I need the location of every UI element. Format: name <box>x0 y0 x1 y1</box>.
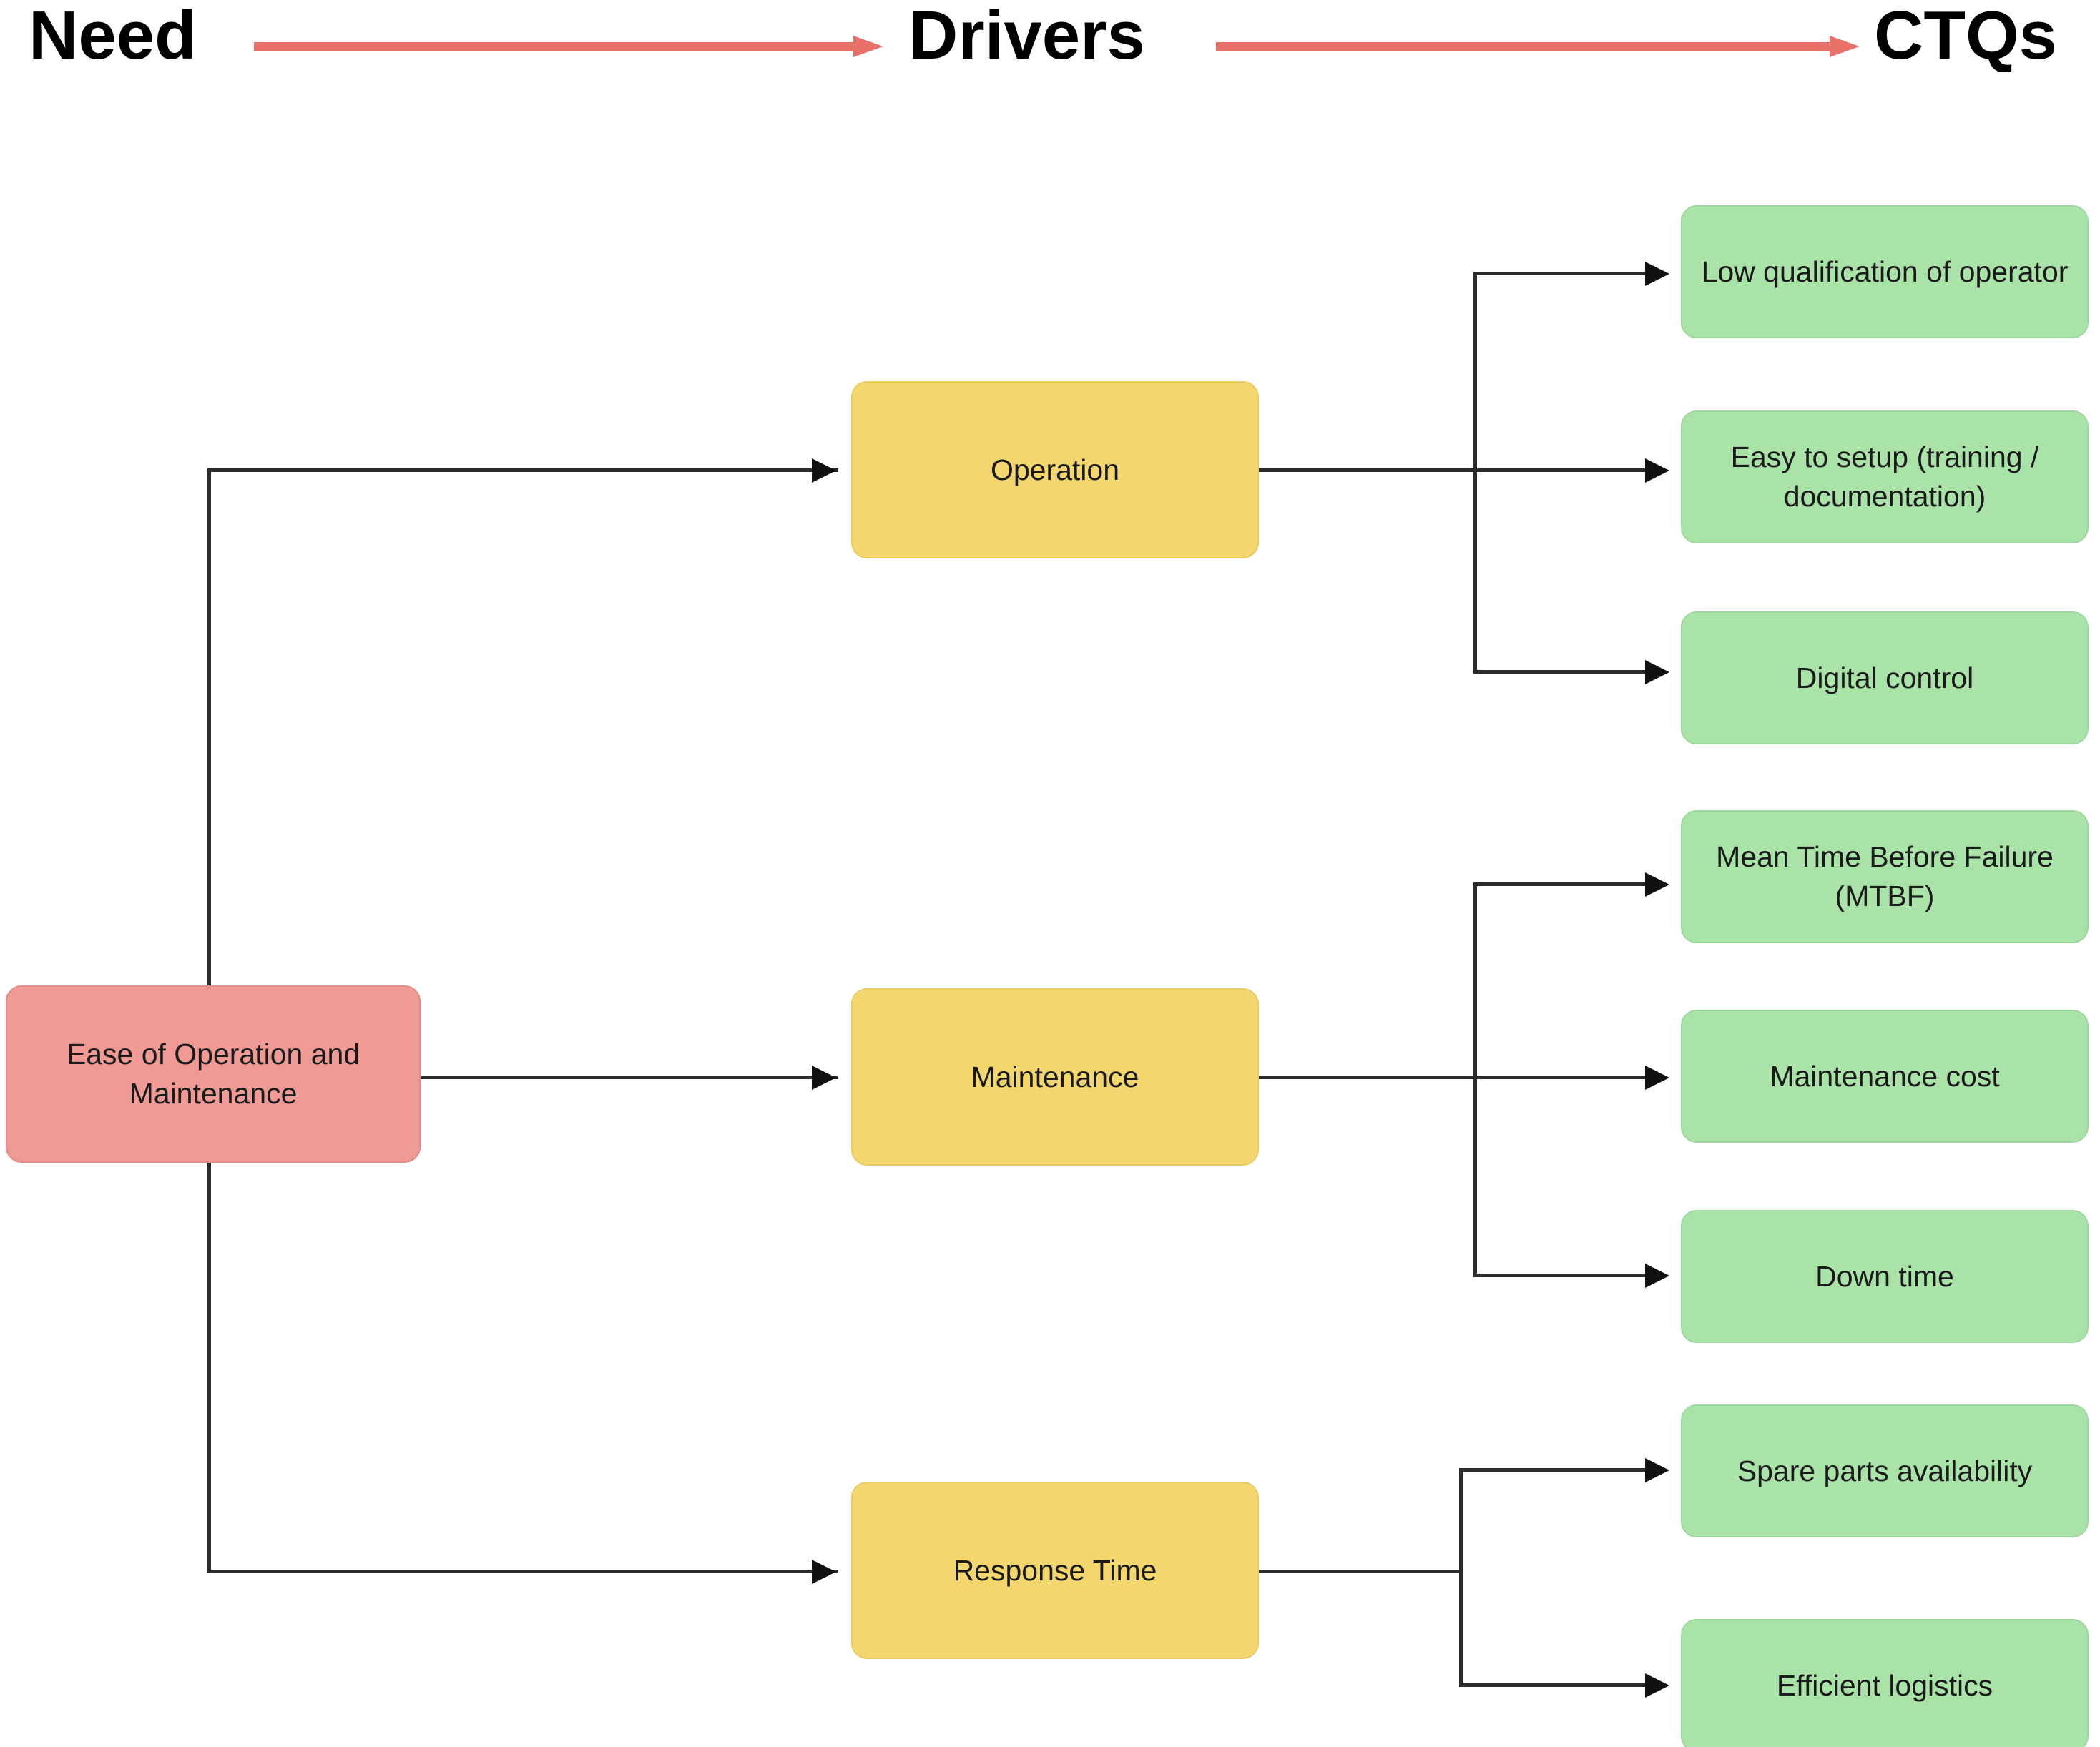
connector-maintenance-to-ctq-3 <box>1473 1274 1663 1277</box>
ctq-node-easy-to-setup[interactable]: Easy to setup (training / documentation) <box>1681 410 2089 543</box>
arrowhead-operation-to-ctq-2 <box>1645 458 1669 483</box>
ctq-node-down-time[interactable]: Down time <box>1681 1210 2089 1343</box>
connector-need-to-response-time <box>207 1570 838 1573</box>
arrow-head <box>1830 36 1860 57</box>
connector-operation-stem <box>1255 468 1477 472</box>
connector-response-time-to-ctq-2 <box>1459 1683 1663 1687</box>
arrowhead-need-to-response-time <box>812 1560 836 1584</box>
drivers-to-ctqs-arrow-icon <box>1216 36 1860 57</box>
arrowhead-need-to-maintenance <box>812 1066 836 1090</box>
ctq-node-mean-time-before-failure[interactable]: Mean Time Before Failure (MTBF) <box>1681 810 2089 943</box>
arrow-head <box>853 36 883 57</box>
arrow-shaft <box>254 42 853 51</box>
arrowhead-need-to-operation <box>812 458 836 483</box>
ctq-node-efficient-logistics[interactable]: Efficient logistics <box>1681 1619 2089 1747</box>
connector-operation-to-ctq-3 <box>1473 670 1663 674</box>
arrowhead-response-time-to-ctq-2 <box>1645 1673 1669 1698</box>
connector-operation-to-ctq-1 <box>1473 272 1663 275</box>
connector-need-to-operation <box>207 468 838 472</box>
connector-maintenance-to-ctq-1 <box>1473 882 1663 886</box>
header-ctqs-label: CTQs <box>1874 0 2058 74</box>
ctq-node-digital-control[interactable]: Digital control <box>1681 611 2089 744</box>
connector-maintenance-to-ctq-2 <box>1473 1076 1663 1079</box>
connector-maintenance-stem <box>1255 1076 1477 1079</box>
connector-response-time-trunk <box>1459 1468 1463 1687</box>
ctq-node-spare-parts-availability[interactable]: Spare parts availability <box>1681 1404 2089 1537</box>
arrowhead-maintenance-to-ctq-1 <box>1645 872 1669 897</box>
driver-node-response-time[interactable]: Response Time <box>851 1482 1259 1659</box>
connector-need-to-maintenance <box>415 1076 838 1079</box>
driver-node-maintenance[interactable]: Maintenance <box>851 988 1259 1166</box>
connector-response-time-to-ctq-1 <box>1459 1468 1663 1472</box>
arrowhead-operation-to-ctq-3 <box>1645 660 1669 684</box>
connector-operation-to-ctq-2 <box>1473 468 1663 472</box>
connector-response-time-stem <box>1255 1570 1463 1573</box>
arrowhead-response-time-to-ctq-1 <box>1645 1458 1669 1482</box>
header-drivers-label: Drivers <box>908 0 1145 74</box>
connector-operation-trunk <box>1473 272 1477 674</box>
need-to-drivers-arrow-icon <box>254 36 883 57</box>
arrow-shaft <box>1216 42 1830 51</box>
ctq-node-low-qualification-of-operator[interactable]: Low qualification of operator <box>1681 205 2089 338</box>
arrowhead-maintenance-to-ctq-2 <box>1645 1066 1669 1090</box>
driver-node-operation[interactable]: Operation <box>851 381 1259 558</box>
arrowhead-maintenance-to-ctq-3 <box>1645 1264 1669 1288</box>
arrowhead-operation-to-ctq-1 <box>1645 262 1669 286</box>
header-need-label: Need <box>29 0 197 74</box>
connector-maintenance-trunk <box>1473 882 1477 1277</box>
ctq-node-maintenance-cost[interactable]: Maintenance cost <box>1681 1010 2089 1143</box>
need-node[interactable]: Ease of Operation and Maintenance <box>6 985 421 1163</box>
